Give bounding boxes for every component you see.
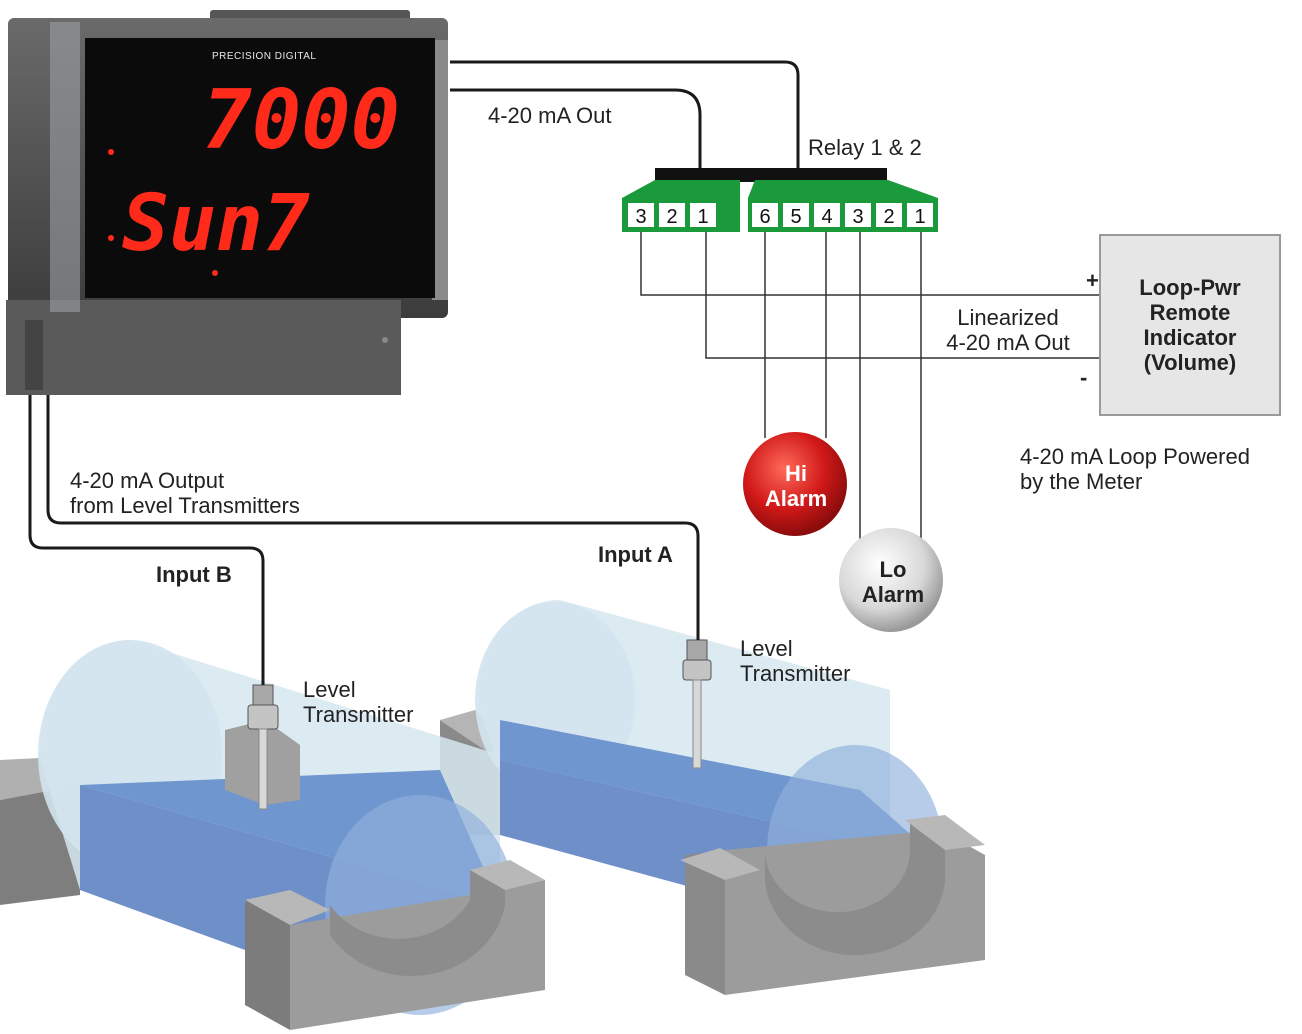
label-from-level-transmitters: from Level Transmitters xyxy=(70,493,300,518)
remote-indicator-line3: Indicator xyxy=(1144,325,1237,350)
hi-alarm-label-2: Alarm xyxy=(765,486,827,511)
label-input-b: Input B xyxy=(156,562,232,587)
wires xyxy=(28,60,800,685)
terminal-right-3: 4 xyxy=(821,206,832,228)
lo-alarm-label-2: Alarm xyxy=(862,582,924,607)
label-linearized: Linearized xyxy=(957,305,1059,330)
label-by-the-meter: by the Meter xyxy=(1020,469,1142,494)
meter-display xyxy=(85,38,435,298)
label-4-20-out: 4-20 mA Out xyxy=(488,103,612,128)
label-linearized-out: 4-20 mA Out xyxy=(946,330,1070,355)
display-top-value: 7000 xyxy=(203,73,400,168)
hi-alarm-lamp xyxy=(743,432,847,536)
terminal-right-1: 6 xyxy=(759,206,770,228)
label-input-a: Input A xyxy=(598,542,673,567)
label-level-transmitter-b-1: Level xyxy=(303,677,356,702)
relay-wire xyxy=(450,60,800,170)
display-bottom-value: Sun7 xyxy=(122,179,310,269)
hi-alarm-label-1: Hi xyxy=(785,461,807,486)
terminal-left-2: 2 xyxy=(666,206,677,228)
meter-base xyxy=(6,300,401,395)
label-transmitters-output: 4-20 mA Output xyxy=(70,468,224,493)
label-level-transmitter-b-2: Transmitter xyxy=(303,702,413,727)
minus-sign: - xyxy=(1080,365,1087,390)
analog-out-wire xyxy=(450,88,702,170)
label-level-transmitter-a-1: Level xyxy=(740,636,793,661)
terminal-right-4: 3 xyxy=(852,206,863,228)
terminal-left-3: 1 xyxy=(697,206,708,228)
label-level-transmitter-a-2: Transmitter xyxy=(740,661,850,686)
label-relay: Relay 1 & 2 xyxy=(808,135,922,160)
meter xyxy=(6,10,448,395)
lo-alarm-lamp xyxy=(839,528,943,632)
tank-b xyxy=(0,640,545,1030)
relay-connector xyxy=(622,168,938,232)
terminal-right-2: 5 xyxy=(790,206,801,228)
remote-indicator-box xyxy=(1099,234,1281,416)
terminal-left-1: 3 xyxy=(635,206,646,228)
signal-wires xyxy=(640,230,1100,540)
meter-brand: PRECISION DIGITAL xyxy=(212,51,316,62)
level-transmitter-b xyxy=(247,684,279,810)
level-transmitter-a xyxy=(682,639,712,769)
remote-indicator-line4: (Volume) xyxy=(1144,350,1236,375)
text-layer: PRECISION DIGITAL 7000 Sun7 4-20 mA Out … xyxy=(70,51,1250,727)
label-loop-powered: 4-20 mA Loop Powered xyxy=(1020,444,1250,469)
plus-sign: + xyxy=(1086,268,1099,293)
input-b-wire xyxy=(28,395,265,685)
remote-indicator-line2: Remote xyxy=(1150,300,1231,325)
lo-alarm-label-1: Lo xyxy=(880,557,907,582)
input-a-wire xyxy=(46,395,700,640)
terminal-right-5: 2 xyxy=(883,206,894,228)
terminal-right-6: 1 xyxy=(914,206,925,228)
connector-right xyxy=(748,180,938,198)
connector-left xyxy=(622,180,740,198)
tank-a xyxy=(440,599,985,995)
remote-indicator-line1: Loop-Pwr xyxy=(1139,275,1241,300)
